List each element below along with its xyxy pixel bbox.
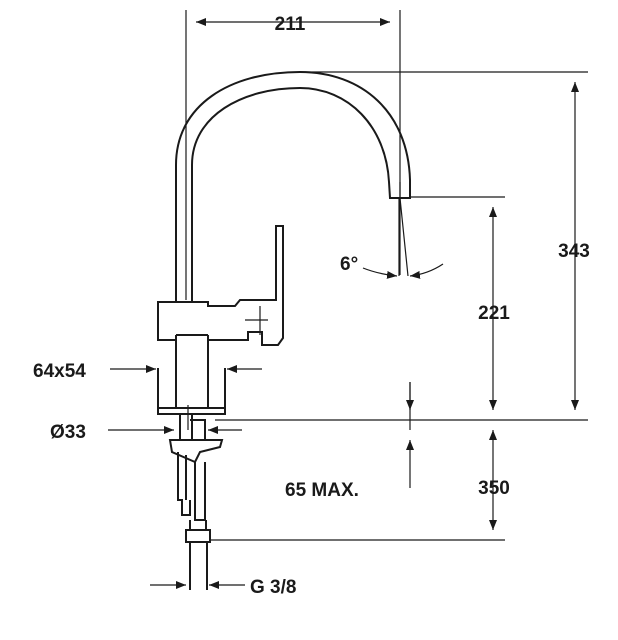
dim-total-height-label: 343 [558,241,590,262]
dim-max-thickness-label: 65 MAX. [285,480,359,501]
dim-hose-length-label: 350 [478,478,510,499]
faucet-outline [157,70,411,590]
dim-spout-height-label: 221 [478,303,510,324]
dimension-lines [108,10,588,589]
dim-connection-label: G 3/8 [250,577,296,598]
dim-reach-label: 211 [275,14,306,35]
dim-hole-diameter-label: Ø33 [50,422,86,443]
dim-base-size-label: 64x54 [33,361,86,382]
dim-angle-label: 6° [340,254,358,275]
